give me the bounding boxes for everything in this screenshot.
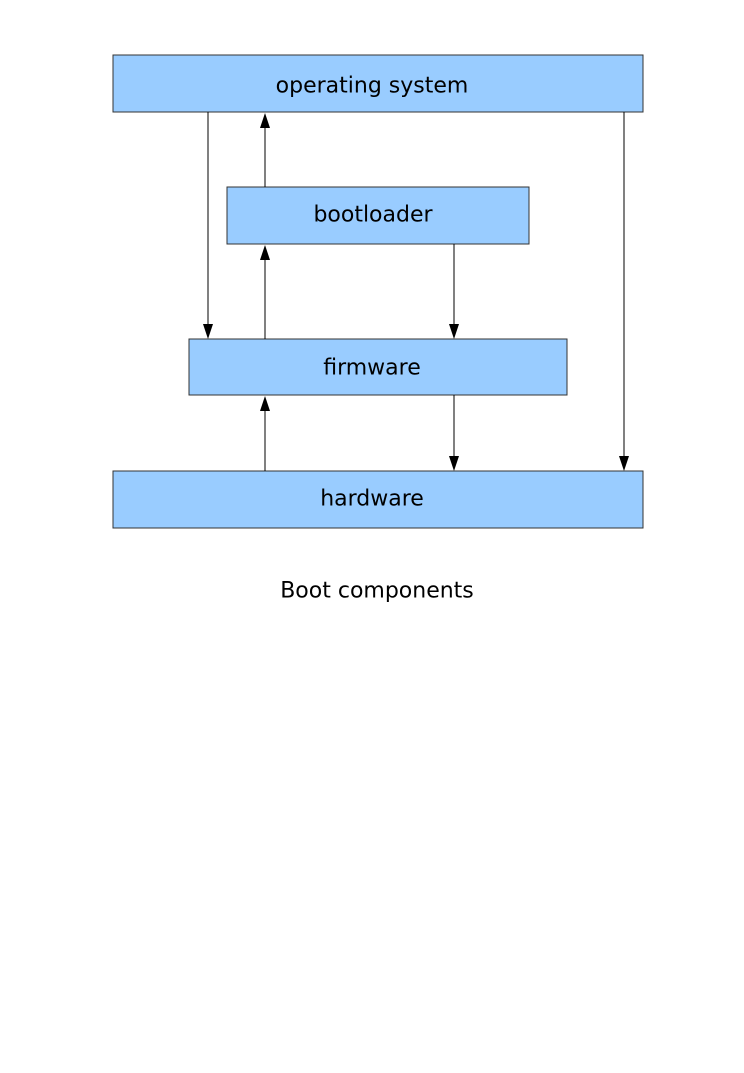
arrow-hardware-to-firmware bbox=[260, 396, 270, 471]
arrow-os-to-hardware bbox=[619, 112, 629, 471]
firmware-label: firmware bbox=[323, 356, 421, 381]
arrow-bootloader-to-os bbox=[260, 113, 270, 187]
arrow-bootloader-to-firmware bbox=[449, 244, 459, 339]
operating-system-box: operating system bbox=[112, 54, 644, 113]
firmware-box: firmware bbox=[188, 338, 568, 396]
operating-system-label: operating system bbox=[276, 74, 469, 99]
arrow-os-to-firmware bbox=[203, 112, 213, 339]
diagram-caption: Boot components bbox=[280, 579, 474, 604]
hardware-label: hardware bbox=[320, 487, 424, 512]
arrow-firmware-to-hardware bbox=[449, 395, 459, 471]
bootloader-label: bootloader bbox=[313, 203, 433, 228]
bootloader-box: bootloader bbox=[226, 186, 530, 245]
hardware-box: hardware bbox=[112, 470, 644, 529]
arrow-firmware-to-bootloader bbox=[260, 245, 270, 339]
